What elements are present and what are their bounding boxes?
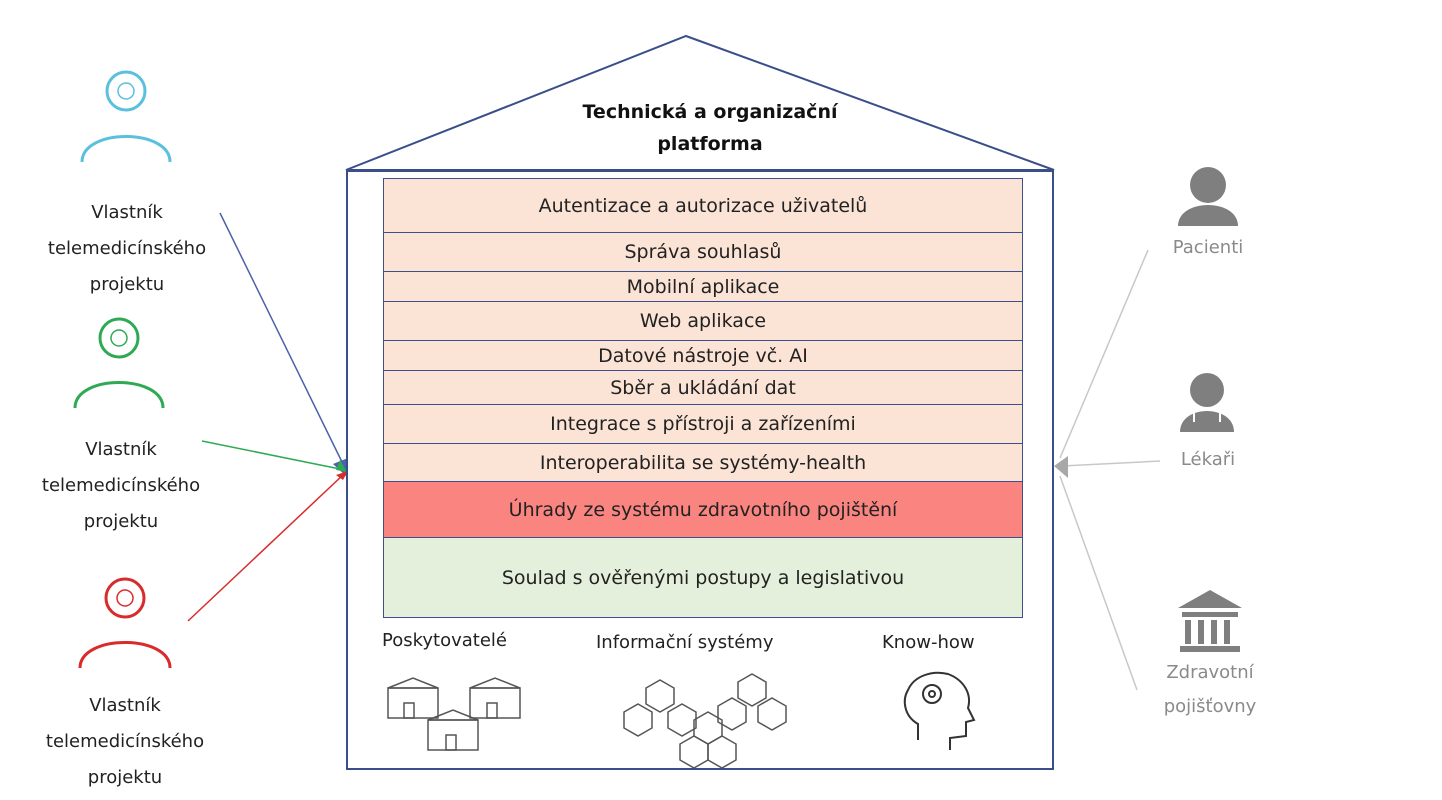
layer-data-tools: Datové nástroje vč. AI <box>384 341 1022 371</box>
connector-insurers <box>1059 475 1138 691</box>
owner-2-line3: projektu <box>83 511 159 532</box>
owner-2-line2: telemedicínského <box>41 475 201 496</box>
insurers-label-line2: pojišťovny <box>1163 696 1257 717</box>
layer-interoperability: Interoperabilita se systémy-health <box>384 444 1022 482</box>
owner-2-label: Vlastník telemedicínského projektu <box>21 432 221 540</box>
patients-label: Pacienti <box>1172 237 1244 258</box>
connector-patients <box>1059 249 1149 459</box>
insurers-label-line1: Zdravotní <box>1166 662 1254 683</box>
owner-1-line1: Vlastník <box>91 202 163 223</box>
connector-owner-3 <box>187 473 345 622</box>
owner-3-icon <box>78 577 172 669</box>
layer-web-app: Web aplikace <box>384 302 1022 341</box>
layer-device-integration: Integrace s přístroji a zařízeními <box>384 405 1022 444</box>
arrowhead-right <box>1054 456 1068 478</box>
providers-buildings-icon <box>387 677 521 751</box>
doctors-icon <box>1180 373 1234 432</box>
layer-authentication: Autentizace a autorizace uživatelů <box>384 179 1022 233</box>
platform-title: Technická a organizační platforma <box>520 96 900 160</box>
platform-title-line2: platforma <box>657 133 763 155</box>
owner-1-icon <box>80 70 172 163</box>
platform-title-line1: Technická a organizační <box>582 101 838 123</box>
layer-mobile-app: Mobilní aplikace <box>384 272 1022 302</box>
layer-insurance-reimbursement: Úhrady ze systému zdravotního pojištění <box>384 482 1022 538</box>
owner-3-line2: telemedicínského <box>45 731 205 752</box>
owner-1-line3: projektu <box>89 274 165 295</box>
layer-compliance: Soulad s ověřenými postupy a legislativo… <box>384 538 1022 617</box>
doctors-label: Lékaři <box>1180 449 1236 470</box>
owner-1-label: Vlastník telemedicínského projektu <box>27 195 227 303</box>
systems-label: Informační systémy <box>596 632 774 653</box>
platform-layers: Autentizace a autorizace uživatelů Správ… <box>383 178 1023 618</box>
insurers-bank-icon <box>1178 590 1242 652</box>
owner-3-line1: Vlastník <box>89 695 161 716</box>
owner-3-line3: projektu <box>87 767 163 788</box>
knowhow-head-icon <box>903 671 976 750</box>
owner-2-line1: Vlastník <box>85 439 157 460</box>
connector-owner-2 <box>201 440 341 470</box>
providers-label: Poskytovatelé <box>382 630 507 651</box>
connector-doctors <box>1061 460 1161 467</box>
owner-3-label: Vlastník telemedicínského projektu <box>25 688 225 796</box>
layer-data-collection: Sběr a ukládání dat <box>384 371 1022 405</box>
owner-2-icon <box>73 317 165 409</box>
layer-consent: Správa souhlasů <box>384 233 1022 272</box>
owner-1-line2: telemedicínského <box>47 238 207 259</box>
connector-owner-1 <box>219 212 343 463</box>
house-body <box>346 170 1054 770</box>
systems-cubes-icon <box>623 673 787 769</box>
knowhow-label: Know-how <box>882 632 975 653</box>
insurers-label: Zdravotní pojišťovny <box>1140 656 1280 724</box>
patients-icon <box>1178 167 1238 226</box>
